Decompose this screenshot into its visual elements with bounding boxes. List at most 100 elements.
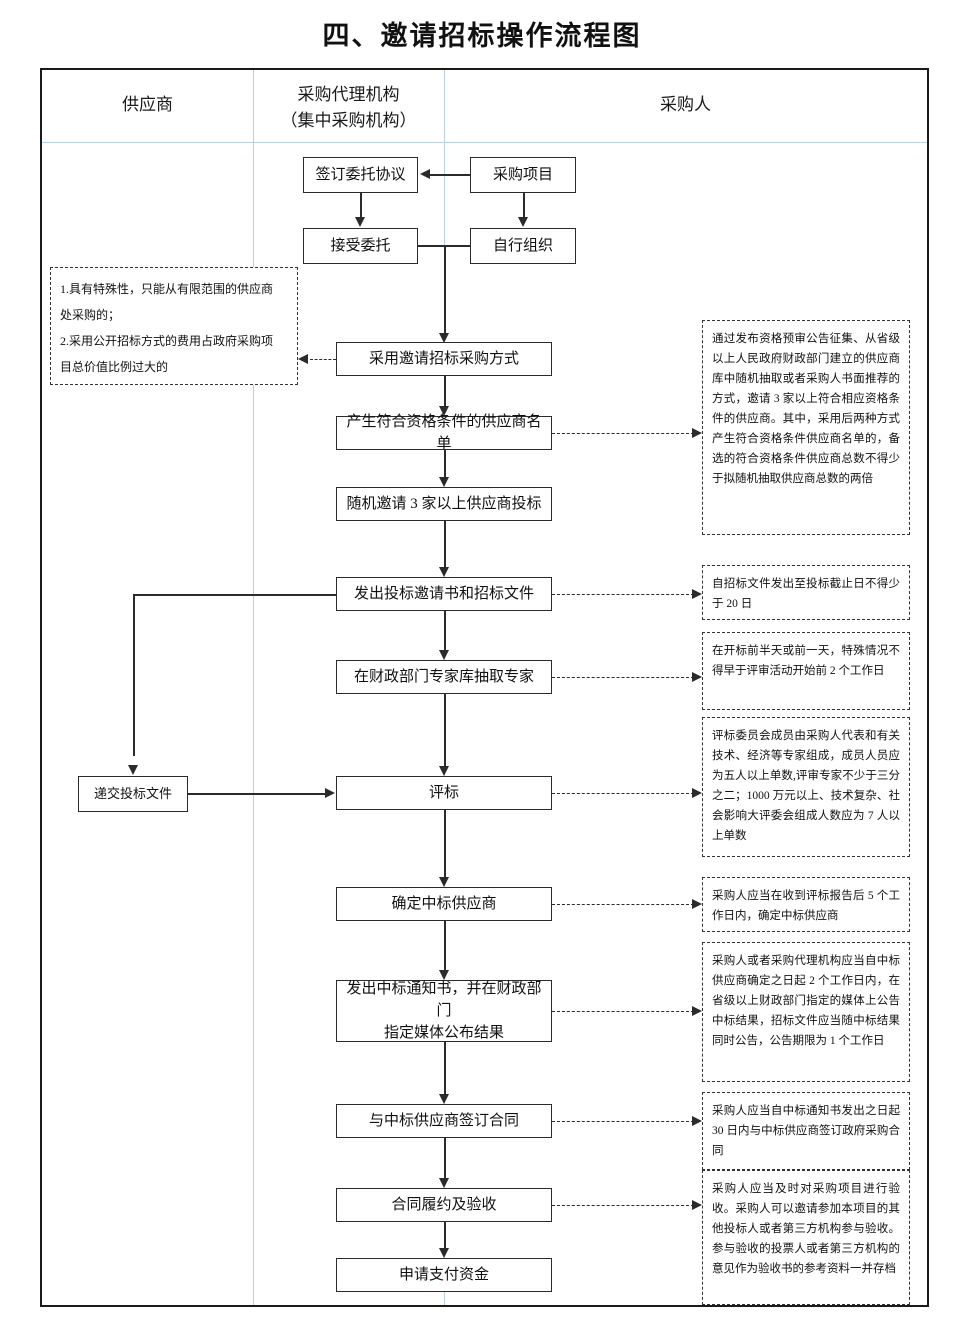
box-label-issue-invitation: 发出投标邀请书和招标文件 <box>353 586 534 602</box>
box-evaluate[interactable]: 评标 <box>336 776 552 810</box>
lane-title-agency: 采购代理机构 （集中采购机构） <box>253 82 444 134</box>
box-label-qualified-list: 产生符合资格条件的供应商名单 <box>346 414 542 452</box>
note-left-conditions-line1: 1.具有特殊性，只能从有限范围的供应商 <box>60 282 274 296</box>
arrowhead-evaluate-to-note <box>692 788 702 798</box>
box-adopt-invite[interactable]: 采用邀请招标采购方式 <box>336 342 552 376</box>
line-project-to-self <box>523 193 525 218</box>
note-qualified-list: 通过发布资格预审公告征集、从省级以上人民政府财政部门建立的供应商库中随机抽取或者… <box>702 320 910 535</box>
line-project-to-sign <box>430 174 470 176</box>
dashed-adopt-to-leftnote <box>310 359 336 360</box>
box-apply-payment[interactable]: 申请支付资金 <box>336 1258 552 1292</box>
dashed-contract-to-note <box>552 1121 694 1122</box>
line-invite3-to-issue <box>444 521 446 567</box>
box-label-purchase-project: 采购项目 <box>492 167 553 183</box>
box-purchase-project[interactable]: 采购项目 <box>470 157 576 193</box>
header-divider <box>42 142 927 143</box>
box-draw-experts[interactable]: 在财政部门专家库抽取专家 <box>336 660 552 694</box>
line-notice-to-contract <box>444 1042 446 1094</box>
line-issue-to-submit-v <box>133 594 135 756</box>
box-invite-three[interactable]: 随机邀请 3 家以上供应商投标 <box>336 487 552 521</box>
box-label-issue-notice-line1: 发出中标通知书，并在财政部门 <box>346 981 542 1019</box>
box-label-adopt-invite: 采用邀请招标采购方式 <box>368 351 519 367</box>
dashed-evaluate-to-note <box>552 793 694 794</box>
lane-title-purchaser: 采购人 <box>444 92 927 118</box>
arrowhead-notice-to-contract <box>439 1094 449 1104</box>
box-self-organize[interactable]: 自行组织 <box>470 228 576 264</box>
arrowhead-adopt-to-leftnote <box>298 354 308 364</box>
box-qualified-list[interactable]: 产生符合资格条件的供应商名单 <box>336 414 552 452</box>
box-accept-entrust[interactable]: 接受委托 <box>303 228 418 264</box>
lane-sublabel-agency: （集中采购机构） <box>280 111 417 130</box>
arrowhead-notice-to-note <box>692 1006 702 1016</box>
arrowhead-determine-to-notice <box>439 970 449 980</box>
box-sign-entrust[interactable]: 签订委托协议 <box>303 157 418 193</box>
note-left-conditions-line3: 2.采用公开招标方式的费用占政府采购项 <box>60 334 274 348</box>
box-label-accept-entrust: 接受委托 <box>330 238 391 254</box>
box-label-determine-winner: 确定中标供应商 <box>391 896 497 912</box>
arrowhead-list-to-invite3 <box>439 477 449 487</box>
line-adopt-to-list <box>444 376 446 406</box>
arrowhead-issue-to-note <box>692 589 702 599</box>
box-label-apply-payment: 申请支付资金 <box>398 1267 489 1283</box>
arrowhead-sign-to-accept <box>355 217 365 227</box>
note-left-conditions: 1.具有特殊性，只能从有限范围的供应商 处采购的； 2.采用公开招标方式的费用占… <box>50 267 298 385</box>
note-acceptance: 采购人应当及时对采购项目进行验收。采购人可以邀请参加本项目的其他投标人或者第三方… <box>702 1170 910 1305</box>
box-issue-invitation[interactable]: 发出投标邀请书和招标文件 <box>336 577 552 611</box>
arrowhead-experts-to-note <box>692 672 702 682</box>
arrowhead-issue-to-submit <box>128 765 138 775</box>
dashed-determine-to-note <box>552 904 694 905</box>
box-label-perform-accept: 合同履约及验收 <box>391 1197 497 1213</box>
dashed-issue-to-note <box>552 594 694 595</box>
arrowhead-adopt-to-list <box>439 406 449 416</box>
box-issue-notice[interactable]: 发出中标通知书，并在财政部门 指定媒体公布结果 <box>336 980 552 1042</box>
arrowhead-determine-to-note <box>692 899 702 909</box>
arrowhead-list-to-note <box>692 428 702 438</box>
note-invitation-deadline: 自招标文件发出至投标截止日不得少于 20 日 <box>702 565 910 620</box>
page-title: 四、邀请招标操作流程图 <box>322 21 642 51</box>
note-determine-winner: 采购人应当在收到评标报告后 5 个工作日内，确定中标供应商 <box>702 877 910 932</box>
note-evaluation-committee: 评标委员会成员由采购人代表和有关技术、经济等专家组成，成员人员应为五人以上单数,… <box>702 717 910 857</box>
lane-divider-1 <box>253 70 254 1305</box>
dashed-list-to-note <box>552 433 694 434</box>
note-left-conditions-line2: 处采购的； <box>60 308 121 322</box>
box-label-invite-three: 随机邀请 3 家以上供应商投标 <box>346 496 542 512</box>
note-experts-drawing: 在开标前半天或前一天，特殊情况不得早于评审活动开始前 2 个工作日 <box>702 632 910 710</box>
arrowhead-submit-to-evaluate <box>325 788 335 798</box>
note-contract-signing: 采购人应当自中标通知书发出之日起 30 日内与中标供应商签订政府采购合同 <box>702 1092 910 1170</box>
dashed-notice-to-note <box>552 1011 694 1012</box>
box-label-evaluate: 评标 <box>428 785 459 801</box>
line-issue-to-experts <box>444 611 446 650</box>
line-sign-to-accept <box>360 193 362 218</box>
box-label-sign-entrust: 签订委托协议 <box>315 167 406 183</box>
arrowhead-issue-to-experts <box>439 650 449 660</box>
line-merge-down <box>444 245 446 337</box>
arrowhead-merge-to-adopt <box>439 333 449 343</box>
line-list-to-invite3 <box>444 450 446 477</box>
arrowhead-project-to-sign <box>420 169 430 179</box>
box-label-submit-bid: 递交投标文件 <box>93 786 172 801</box>
line-submit-to-evaluate <box>188 793 326 795</box>
box-sign-contract[interactable]: 与中标供应商签订合同 <box>336 1104 552 1138</box>
arrowhead-experts-to-evaluate <box>439 766 449 776</box>
line-determine-to-notice <box>444 921 446 970</box>
arrowhead-acceptance-to-note <box>692 1200 702 1210</box>
box-perform-accept[interactable]: 合同履约及验收 <box>336 1188 552 1222</box>
note-announcement: 采购人或者采购代理机构应当自中标供应商确定之日起 2 个工作日内，在省级以上财政… <box>702 942 910 1082</box>
arrowhead-evaluate-to-determine <box>439 877 449 887</box>
box-label-self-organize: 自行组织 <box>492 238 553 254</box>
dashed-experts-to-note <box>552 677 694 678</box>
line-evaluate-to-determine <box>444 810 446 877</box>
box-label-draw-experts: 在财政部门专家库抽取专家 <box>353 669 534 685</box>
note-left-conditions-line4: 目总价值比例过大的 <box>60 360 169 374</box>
lane-label-purchaser: 采购人 <box>660 95 711 114</box>
box-determine-winner[interactable]: 确定中标供应商 <box>336 887 552 921</box>
box-label-issue-notice-line2: 指定媒体公布结果 <box>383 1025 504 1041</box>
flowchart-frame: 供应商 采购代理机构 （集中采购机构） 采购人 签订委托协议 采购项目 接受委托… <box>40 68 929 1307</box>
line-experts-to-evaluate <box>444 694 446 766</box>
line-contract-to-accept <box>444 1138 446 1178</box>
box-label-sign-contract: 与中标供应商签订合同 <box>368 1113 519 1129</box>
arrowhead-contract-to-accept <box>439 1178 449 1188</box>
box-submit-bid[interactable]: 递交投标文件 <box>78 776 188 812</box>
line-issue-to-submit-h <box>133 594 336 596</box>
